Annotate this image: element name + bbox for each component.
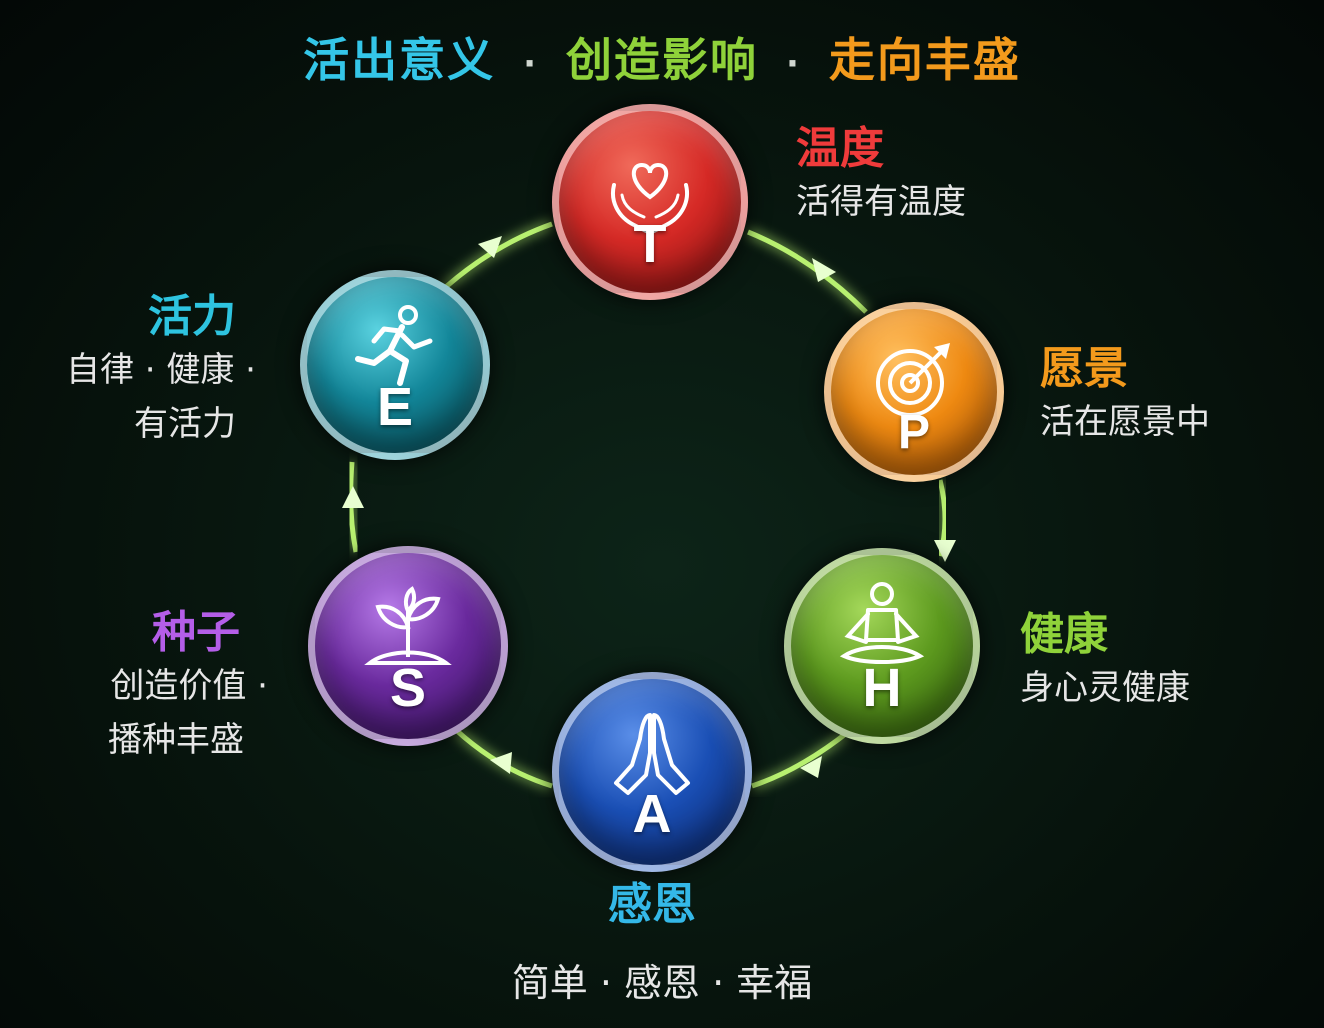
node-letter: T	[633, 213, 667, 274]
tagline-separator: ·	[523, 43, 538, 84]
node-desc: 活在愿景中	[1040, 401, 1210, 442]
arrow-head	[812, 258, 836, 282]
node-t: T	[552, 104, 748, 300]
arrow-head	[490, 752, 512, 774]
node-title: 健康	[1020, 609, 1108, 660]
node-title: 感恩	[608, 879, 696, 930]
header-tagline: 活出意义 · 创造影响 · 走向丰盛	[0, 24, 1324, 90]
node-p: P	[824, 302, 1004, 482]
arrow-head	[342, 486, 364, 508]
footer-tagline: 简单 · 感恩 · 幸福	[511, 961, 813, 1005]
label-h: 健康 身心灵健康	[1020, 609, 1190, 715]
ring-arc-e-t	[436, 221, 553, 296]
node-desc: 自律 · 健康 ·	[65, 349, 256, 390]
node-h: H	[784, 548, 980, 744]
ring-arc-h-a	[751, 730, 850, 789]
sprout-icon	[364, 585, 452, 665]
node-desc: 有活力	[134, 403, 236, 444]
node-desc: 活得有温度	[796, 181, 966, 222]
node-letter: A	[632, 784, 672, 845]
node-letter: P	[897, 406, 930, 460]
node-title: 愿景	[1040, 343, 1128, 394]
running-person-icon	[355, 305, 433, 387]
node-e: E	[300, 270, 490, 460]
label-p: 愿景 活在愿景中	[1040, 343, 1210, 449]
ring-arc-s-e	[348, 461, 359, 553]
arrow-head	[478, 236, 502, 258]
node-letter: S	[389, 658, 427, 719]
praying-hands-icon	[614, 713, 690, 796]
node-desc: 播种丰盛	[108, 719, 244, 760]
tagline-part-3: 走向丰盛	[828, 33, 1021, 87]
ring-arc-t-p	[747, 229, 868, 314]
node-title: 温度	[796, 123, 884, 174]
label-s: 种子 创造价值 · 播种丰盛	[40, 607, 268, 767]
heart-hands-icon	[611, 163, 689, 234]
node-letter: H	[862, 657, 902, 718]
tagline-part-2: 创造影响	[566, 33, 758, 87]
node-letter: E	[376, 376, 414, 437]
label-a: 感恩	[552, 879, 752, 931]
tagline-part-1: 活出意义	[303, 33, 496, 87]
arrow-head	[934, 540, 956, 562]
node-s: S	[308, 546, 508, 746]
target-arrow-icon	[876, 342, 950, 417]
arrow-head	[800, 756, 822, 778]
node-desc: 创造价值 ·	[110, 665, 268, 706]
label-e: 活力 自律 · 健康 · 有活力	[30, 291, 256, 451]
label-t: 温度 活得有温度	[796, 123, 966, 229]
node-title: 活力	[148, 291, 236, 342]
tagline-separator: ·	[786, 43, 801, 84]
node-desc: 身心灵健康	[1020, 667, 1190, 708]
node-title: 种子	[152, 607, 240, 658]
meditation-icon	[839, 582, 925, 665]
node-a: A	[552, 672, 752, 872]
